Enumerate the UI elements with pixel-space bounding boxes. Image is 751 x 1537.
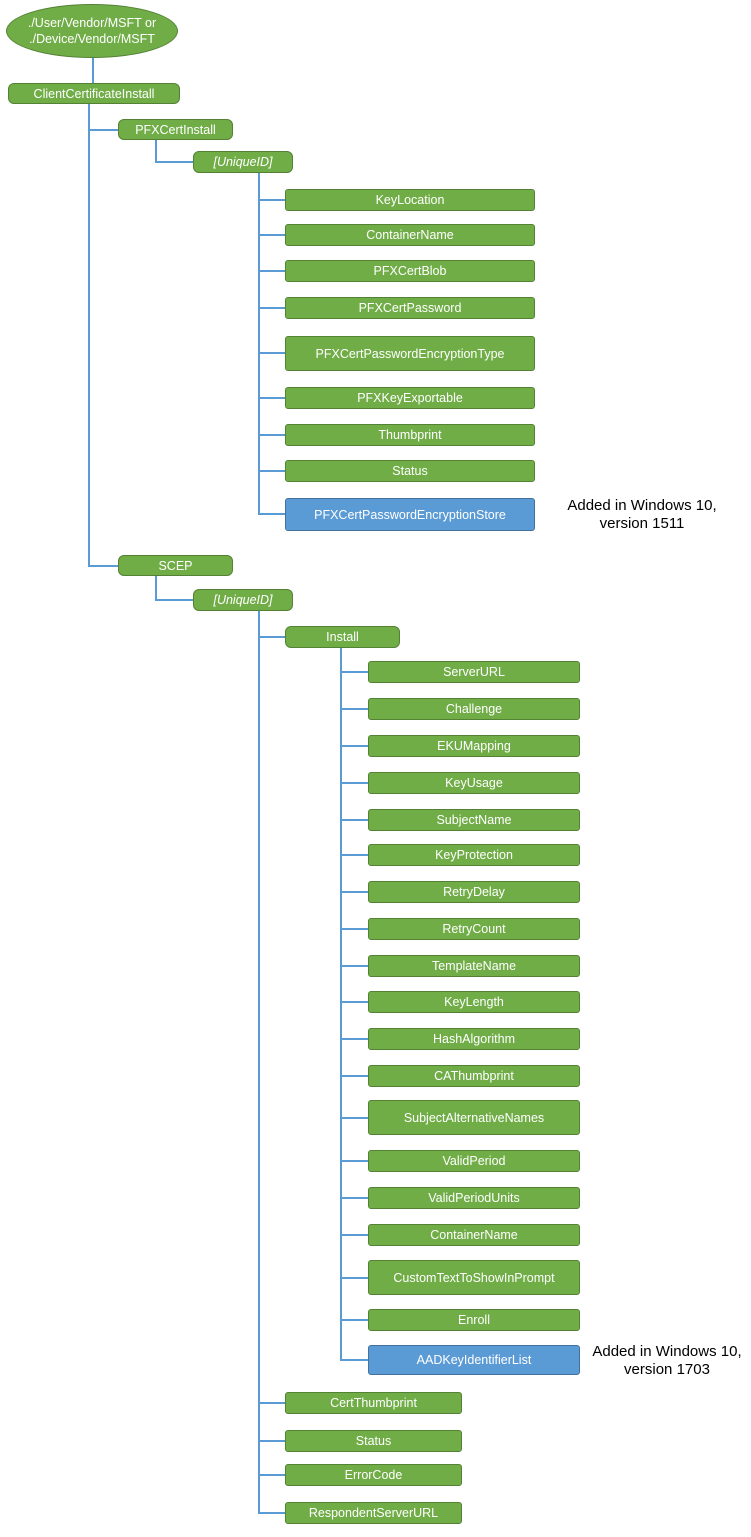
annotation-added-windows10-1511: Added in Windows 10, version 1511 (536, 497, 748, 533)
connector-line (340, 1117, 368, 1119)
connector-line (155, 161, 193, 163)
connector-line (155, 576, 157, 600)
node-retrycount: RetryCount (368, 918, 580, 940)
node-enroll: Enroll (368, 1309, 580, 1331)
node-keylocation: KeyLocation (285, 189, 535, 211)
node-thumbprint: Thumbprint (285, 424, 535, 446)
connector-line (258, 199, 285, 201)
node-respondentserverurl: RespondentServerURL (285, 1502, 462, 1524)
node-pfx-uniqueid: [UniqueID] (193, 151, 293, 173)
node-scep-status: Status (285, 1430, 462, 1452)
node-keylength: KeyLength (368, 991, 580, 1013)
node-pfxcertpasswordencryptiontype: PFXCertPasswordEncryptionType (285, 336, 535, 371)
connector-line (340, 819, 368, 821)
connector-line (340, 671, 368, 673)
node-aadkeyidentifierlist: AADKeyIdentifierList (368, 1345, 580, 1375)
node-serverurl: ServerURL (368, 661, 580, 683)
node-validperiod: ValidPeriod (368, 1150, 580, 1172)
node-hashalgorithm: HashAlgorithm (368, 1028, 580, 1050)
connector-line (340, 1234, 368, 1236)
node-subjectname: SubjectName (368, 809, 580, 831)
node-scep-uniqueid: [UniqueID] (193, 589, 293, 611)
node-pfx-status: Status (285, 460, 535, 482)
connector-line (340, 745, 368, 747)
node-install: Install (285, 626, 400, 648)
node-templatename: TemplateName (368, 955, 580, 977)
root-path-line2: ./Device/Vendor/MSFT (29, 32, 155, 46)
node-pfxcertblob: PFXCertBlob (285, 260, 535, 282)
connector-line (258, 1512, 285, 1514)
connector-line (88, 104, 90, 566)
annotation-line: Added in Windows 10, (567, 497, 717, 514)
node-pfxkeyexportable: PFXKeyExportable (285, 387, 535, 409)
connector-line (258, 234, 285, 236)
node-retrydelay: RetryDelay (368, 881, 580, 903)
connector-line (340, 1001, 368, 1003)
connector-line (340, 782, 368, 784)
node-validperiodunits: ValidPeriodUnits (368, 1187, 580, 1209)
node-ekumapping: EKUMapping (368, 735, 580, 757)
connector-line (340, 1075, 368, 1077)
node-subjectalternativenames: SubjectAlternativeNames (368, 1100, 580, 1135)
node-certthumbprint: CertThumbprint (285, 1392, 462, 1414)
node-errorcode: ErrorCode (285, 1464, 462, 1486)
connector-line (340, 1277, 368, 1279)
connector-line (155, 599, 193, 601)
connector-line (88, 565, 118, 567)
connector-line (258, 611, 260, 1513)
node-clientcertificateinstall: ClientCertificateInstall (8, 83, 180, 104)
connector-line (258, 1402, 285, 1404)
annotation-added-windows10-1703: Added in Windows 10, version 1703 (586, 1343, 748, 1379)
connector-line (258, 1474, 285, 1476)
connector-line (340, 1359, 368, 1361)
node-pfxcertpassword: PFXCertPassword (285, 297, 535, 319)
connector-line (258, 352, 285, 354)
connector-line (258, 470, 285, 472)
connector-line (340, 928, 368, 930)
connector-line (258, 307, 285, 309)
connector-line (92, 56, 94, 83)
connector-line (340, 854, 368, 856)
node-customtexttoshowinprompt: CustomTextToShowInPrompt (368, 1260, 580, 1295)
annotation-line: version 1703 (624, 1361, 710, 1378)
node-keyusage: KeyUsage (368, 772, 580, 794)
node-pfxcertinstall: PFXCertInstall (118, 119, 233, 140)
connector-line (340, 891, 368, 893)
connector-line (340, 1319, 368, 1321)
root-path-line1: ./User/Vendor/MSFT or (27, 16, 157, 30)
connector-line (88, 129, 118, 131)
connector-line (340, 1038, 368, 1040)
connector-line (258, 1440, 285, 1442)
connector-line (340, 1197, 368, 1199)
node-containername: ContainerName (285, 224, 535, 246)
node-cathumbprint: CAThumbprint (368, 1065, 580, 1087)
connector-line (258, 173, 260, 514)
connector-line (258, 270, 285, 272)
connector-line (258, 434, 285, 436)
node-scep: SCEP (118, 555, 233, 576)
connector-line (258, 636, 285, 638)
connector-line (340, 965, 368, 967)
connector-line (155, 140, 157, 162)
node-challenge: Challenge (368, 698, 580, 720)
connector-line (340, 648, 342, 1360)
annotation-line: version 1511 (599, 515, 685, 532)
connector-line (340, 1160, 368, 1162)
connector-line (258, 513, 285, 515)
connector-line (258, 397, 285, 399)
node-root-path: ./User/Vendor/MSFT or ./Device/Vendor/MS… (6, 4, 178, 58)
node-pfxcertpasswordencryptionstore: PFXCertPasswordEncryptionStore (285, 498, 535, 531)
connector-line (340, 708, 368, 710)
annotation-line: Added in Windows 10, (592, 1343, 742, 1360)
node-keyprotection: KeyProtection (368, 844, 580, 866)
node-scep-containername: ContainerName (368, 1224, 580, 1246)
